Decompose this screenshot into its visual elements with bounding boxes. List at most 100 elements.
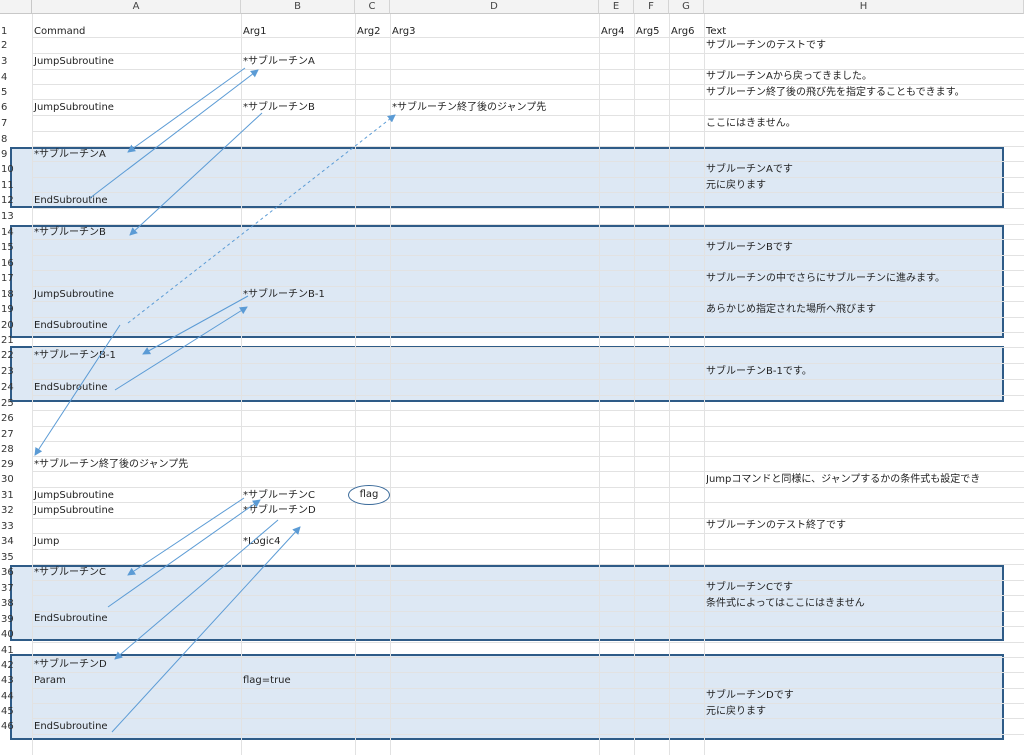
row-header[interactable]: 26 <box>1 413 14 424</box>
row-header[interactable]: 28 <box>1 444 14 455</box>
cell-d6[interactable]: *サブルーチン終了後のジャンプ先 <box>392 102 547 113</box>
row-header[interactable]: 23 <box>1 366 14 377</box>
cell-h19[interactable]: あらかじめ指定された場所へ飛びます <box>706 304 876 315</box>
row-header[interactable]: 14 <box>1 227 14 238</box>
row-header[interactable]: 34 <box>1 536 14 547</box>
row-header[interactable]: 12 <box>1 195 14 206</box>
column-header-h[interactable]: H <box>704 0 1024 14</box>
row-header[interactable]: 30 <box>1 474 14 485</box>
cell-h23[interactable]: サブルーチンB-1です。 <box>706 366 812 377</box>
cell-a39[interactable]: EndSubroutine <box>34 613 108 624</box>
cell-a1[interactable]: Command <box>34 26 86 37</box>
cell-b43[interactable]: flag=true <box>243 675 291 686</box>
row-header[interactable]: 37 <box>1 583 14 594</box>
row-header[interactable]: 27 <box>1 429 14 440</box>
row-header[interactable]: 13 <box>1 211 14 222</box>
row-header[interactable]: 4 <box>1 72 8 83</box>
row-header[interactable]: 40 <box>1 629 14 640</box>
cell-h7[interactable]: ここにはきません。 <box>706 118 796 129</box>
row-header[interactable]: 32 <box>1 505 14 516</box>
row-header[interactable]: 9 <box>1 149 8 160</box>
row-header[interactable]: 46 <box>1 721 14 732</box>
cell-a14[interactable]: *サブルーチンB <box>34 227 106 238</box>
row-header[interactable]: 31 <box>1 490 14 501</box>
row-header[interactable]: 24 <box>1 382 14 393</box>
cell-a46[interactable]: EndSubroutine <box>34 721 108 732</box>
row-header[interactable]: 45 <box>1 706 14 717</box>
column-header-d[interactable]: D <box>390 0 599 14</box>
cell-b6[interactable]: *サブルーチンB <box>243 102 315 113</box>
cell-a31[interactable]: JumpSubroutine <box>34 490 114 501</box>
column-header-a[interactable]: A <box>32 0 241 14</box>
row-header[interactable]: 11 <box>1 180 14 191</box>
cell-b18[interactable]: *サブルーチンB-1 <box>243 289 325 300</box>
row-header[interactable]: 18 <box>1 289 14 300</box>
cell-a36[interactable]: *サブルーチンC <box>34 567 106 578</box>
row-header[interactable]: 19 <box>1 304 14 315</box>
row-header[interactable]: 17 <box>1 273 14 284</box>
row-header[interactable]: 15 <box>1 242 14 253</box>
row-header[interactable]: 7 <box>1 118 8 129</box>
cell-a12[interactable]: EndSubroutine <box>34 195 108 206</box>
column-header-f[interactable]: F <box>634 0 669 14</box>
row-header[interactable]: 1 <box>1 26 8 37</box>
cell-a20[interactable]: EndSubroutine <box>34 320 108 331</box>
cell-h33[interactable]: サブルーチンのテスト終了です <box>706 520 846 531</box>
row-header[interactable]: 21 <box>1 335 14 346</box>
cell-d1[interactable]: Arg3 <box>392 26 416 37</box>
cell-a18[interactable]: JumpSubroutine <box>34 289 114 300</box>
cell-a3[interactable]: JumpSubroutine <box>34 56 114 67</box>
column-header-g[interactable]: G <box>669 0 704 14</box>
row-header[interactable]: 43 <box>1 675 14 686</box>
cell-a32[interactable]: JumpSubroutine <box>34 505 114 516</box>
row-header[interactable]: 5 <box>1 87 8 98</box>
row-header[interactable]: 16 <box>1 258 14 269</box>
cell-b34[interactable]: *Logic4 <box>243 536 281 547</box>
cell-h37[interactable]: サブルーチンCです <box>706 582 793 593</box>
cell-a24[interactable]: EndSubroutine <box>34 382 108 393</box>
row-header[interactable]: 20 <box>1 320 14 331</box>
row-header[interactable]: 6 <box>1 102 8 113</box>
select-all-corner[interactable] <box>0 0 32 14</box>
cell-a22[interactable]: *サブルーチンB-1 <box>34 350 116 361</box>
cell-f1[interactable]: Arg5 <box>636 26 660 37</box>
cell-h38[interactable]: 条件式によってはここにはきません <box>706 598 865 609</box>
cell-a42[interactable]: *サブルーチンD <box>34 659 107 670</box>
row-header[interactable]: 36 <box>1 567 14 578</box>
cell-a6[interactable]: JumpSubroutine <box>34 102 114 113</box>
cell-e1[interactable]: Arg4 <box>601 26 625 37</box>
cell-h10[interactable]: サブルーチンAです <box>706 164 793 175</box>
column-header-e[interactable]: E <box>599 0 634 14</box>
cell-h30[interactable]: Jumpコマンドと同様に、ジャンプするかの条件式も設定でき <box>706 474 981 485</box>
cell-h17[interactable]: サブルーチンの中でさらにサブルーチンに進みます。 <box>706 273 945 284</box>
column-header-c[interactable]: C <box>355 0 390 14</box>
cell-h45[interactable]: 元に戻ります <box>706 706 766 717</box>
cell-h4[interactable]: サブルーチンAから戻ってきました。 <box>706 71 873 82</box>
cell-a43[interactable]: Param <box>34 675 66 686</box>
row-header[interactable]: 2 <box>1 40 8 51</box>
cell-h5[interactable]: サブルーチン終了後の飛び先を指定することもできます。 <box>706 87 965 98</box>
row-header[interactable]: 29 <box>1 459 14 470</box>
cell-b3[interactable]: *サブルーチンA <box>243 56 315 67</box>
column-header-b[interactable]: B <box>241 0 355 14</box>
row-header[interactable]: 35 <box>1 552 14 563</box>
cell-a34[interactable]: Jump <box>34 536 60 547</box>
row-header[interactable]: 42 <box>1 660 14 671</box>
cell-a29[interactable]: *サブルーチン終了後のジャンプ先 <box>34 459 189 470</box>
cell-h15[interactable]: サブルーチンBです <box>706 242 793 253</box>
row-header[interactable]: 3 <box>1 56 8 67</box>
row-header[interactable]: 10 <box>1 164 14 175</box>
row-header[interactable]: 33 <box>1 521 14 532</box>
cell-a9[interactable]: *サブルーチンA <box>34 149 106 160</box>
cell-b31[interactable]: *サブルーチンC <box>243 490 315 501</box>
row-header[interactable]: 39 <box>1 614 14 625</box>
cell-h1[interactable]: Text <box>706 26 727 37</box>
cell-b1[interactable]: Arg1 <box>243 26 267 37</box>
cell-b32[interactable]: *サブルーチンD <box>243 505 316 516</box>
row-header[interactable]: 22 <box>1 350 14 361</box>
row-header[interactable]: 44 <box>1 691 14 702</box>
row-header[interactable]: 38 <box>1 598 14 609</box>
row-header[interactable]: 25 <box>1 398 14 409</box>
row-header[interactable]: 8 <box>1 134 8 145</box>
